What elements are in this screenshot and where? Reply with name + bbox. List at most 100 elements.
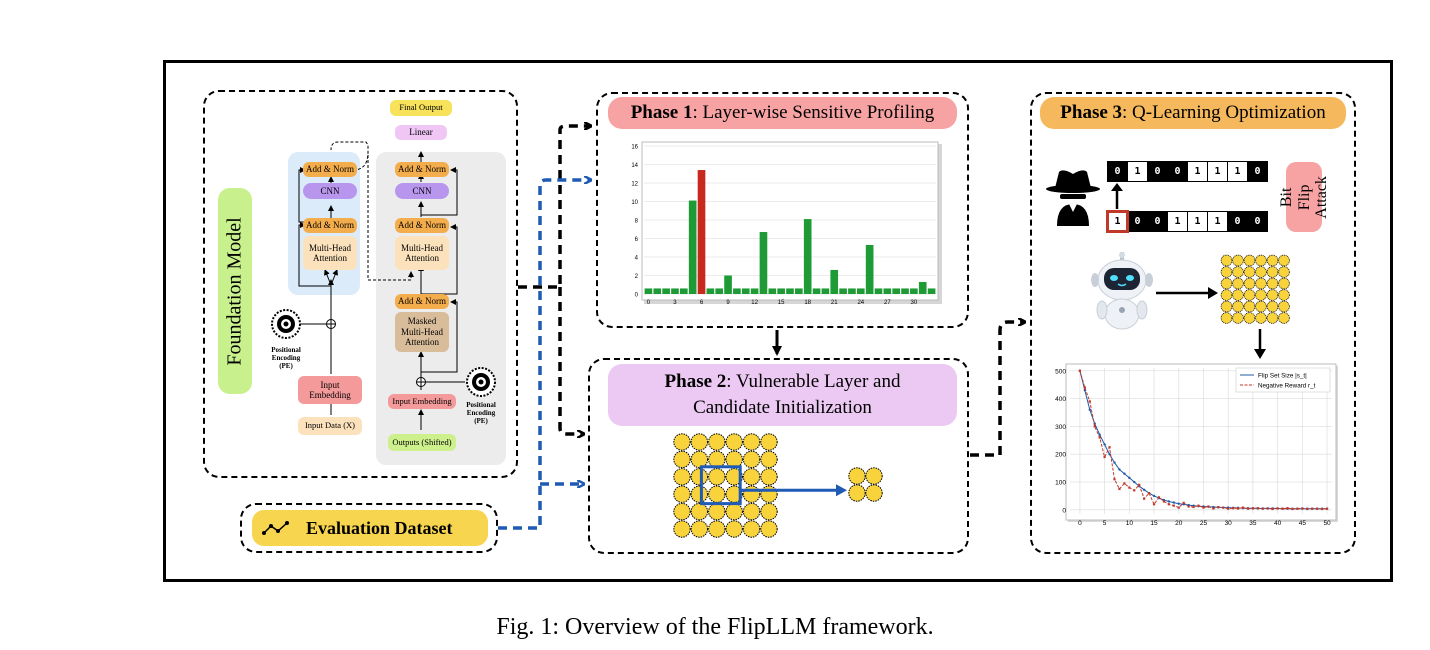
phase1-x-tick: 30 — [911, 300, 918, 306]
phase2-candidate-dot — [673, 502, 691, 521]
phase1-bar — [715, 288, 724, 294]
phase1-bar — [830, 269, 839, 294]
phase3-x-tick: 25 — [1200, 520, 1208, 527]
bit-cell: 0 — [1228, 212, 1247, 231]
bit-cell: 0 — [1248, 212, 1267, 231]
flip-set-size-point — [1133, 480, 1136, 484]
negative-reward-point — [1316, 507, 1319, 510]
phase2-candidate-dot — [742, 485, 761, 503]
flip-set-size-point — [1128, 476, 1131, 480]
phase1-bar — [759, 232, 768, 294]
negative-reward-point — [1256, 507, 1259, 510]
phase3-y-tick: 300 — [1055, 424, 1066, 431]
phase2-candidate-dot — [760, 450, 778, 469]
phase1-bar — [706, 288, 715, 294]
figure-caption: Fig. 1: Overview of the FlipLLM framewor… — [496, 614, 934, 640]
decoder-final-output: Final Output — [390, 100, 452, 116]
phase2-candidate-dot — [725, 468, 743, 486]
agent-to-grid-arrow — [1156, 287, 1218, 299]
phase1-x-tick: 27 — [884, 300, 891, 306]
bit-cell: 1 — [1228, 162, 1247, 181]
bit-cell: 1 — [1208, 212, 1227, 231]
negative-reward-point — [1123, 482, 1126, 485]
negative-reward-point — [1281, 507, 1284, 510]
flip-set-size-point — [1123, 472, 1126, 475]
decoder-add-norm-top: Add & Norm — [395, 162, 449, 177]
phase1-bar — [821, 288, 830, 294]
flipped-bit-cell: 1 — [1106, 210, 1129, 233]
phase1-chart-area — [641, 141, 939, 301]
decoder-positional-encoding-label: Positional Encoding (PE) — [466, 400, 496, 426]
phase1-bar — [662, 288, 670, 294]
phase1-x-tick: 24 — [857, 300, 864, 306]
phase2-candidate-dot — [708, 468, 726, 486]
negative-reward-point — [1113, 478, 1116, 481]
flip-set-size-point — [1103, 443, 1106, 446]
negative-reward-point — [1083, 386, 1086, 389]
evaluation-dataset-box — [240, 503, 498, 553]
q-learning-agent-robot-icon — [1091, 252, 1153, 330]
phase2-title: Phase 2: Vulnerable Layer and Candidate … — [608, 364, 957, 426]
phase2-candidate-dot — [708, 485, 726, 503]
negative-reward-point — [1172, 504, 1175, 507]
phase2-candidate-dot — [742, 468, 761, 486]
phase3-candidate-dot — [1232, 300, 1244, 313]
negative-reward-point — [1301, 507, 1304, 510]
phase1-x-tick: 15 — [778, 300, 785, 306]
phase3-candidate-dot — [1243, 300, 1256, 313]
flip-set-size-point — [1152, 494, 1156, 498]
negative-reward-point — [1241, 506, 1245, 509]
phase2-candidate-dot — [690, 450, 709, 469]
phase3-y-tick: 200 — [1055, 452, 1066, 459]
phase1-bar — [865, 244, 874, 294]
phase1-bar — [777, 288, 785, 294]
negative-reward-point — [1108, 446, 1111, 449]
phase3-candidate-dot — [1255, 277, 1267, 290]
phase3-y-tick: 100 — [1055, 480, 1066, 487]
phase1-y-tick: 8 — [635, 219, 639, 225]
phase2-candidate-dot — [690, 502, 709, 521]
phase3-x-tick: 15 — [1150, 520, 1158, 527]
phase1-y-tick: 2 — [635, 274, 639, 280]
phase3-candidate-dot — [1220, 300, 1233, 313]
phase2-title-line2: Candidate Initialization — [693, 397, 872, 418]
phase3-candidate-dot — [1278, 254, 1290, 267]
phase1-bar — [786, 288, 794, 294]
negative-reward-point — [1133, 489, 1136, 492]
negative-reward-point — [1138, 483, 1141, 486]
phase3-candidate-dot — [1232, 289, 1244, 301]
negative-reward-point — [1306, 507, 1309, 511]
phase3-candidate-dot — [1278, 266, 1290, 278]
flip-set-size-point — [1118, 468, 1121, 471]
negative-reward-point — [1187, 505, 1190, 508]
phase1-bar — [733, 288, 741, 294]
phase3-candidate-dot — [1278, 277, 1290, 290]
phase2-title-bold: Phase 2 — [664, 371, 727, 393]
phase1-bar — [653, 288, 662, 294]
bit-cell: 1 — [1188, 212, 1207, 231]
phase3-candidate-dot — [1232, 266, 1244, 278]
phase1-y-tick: 16 — [631, 145, 638, 151]
phase2-candidate-dot — [673, 468, 691, 486]
phase2-candidate-dot — [673, 433, 691, 451]
phase2-candidate-dot — [760, 468, 778, 486]
phase3-x-tick: 10 — [1126, 520, 1134, 527]
phase2-candidate-dot — [708, 433, 726, 451]
phase3-y-tick: 400 — [1055, 396, 1066, 403]
phase3-candidate-dot — [1220, 289, 1233, 301]
negative-reward-point — [1222, 506, 1225, 509]
phase1-bar — [741, 288, 750, 294]
negative-reward-point — [1152, 503, 1156, 506]
phase2-candidate-dot — [742, 502, 761, 521]
phase2-selected-candidate-dot — [848, 467, 866, 485]
encoder-multi-head-attention: Multi-Head Attention — [303, 236, 357, 270]
negative-reward-point — [1296, 507, 1299, 510]
negative-reward-point — [1266, 507, 1269, 510]
phase1-bar — [644, 288, 653, 294]
phase2-candidate-dot — [708, 520, 726, 538]
phase2-candidate-dot — [725, 502, 743, 521]
negative-reward-point — [1192, 505, 1195, 509]
